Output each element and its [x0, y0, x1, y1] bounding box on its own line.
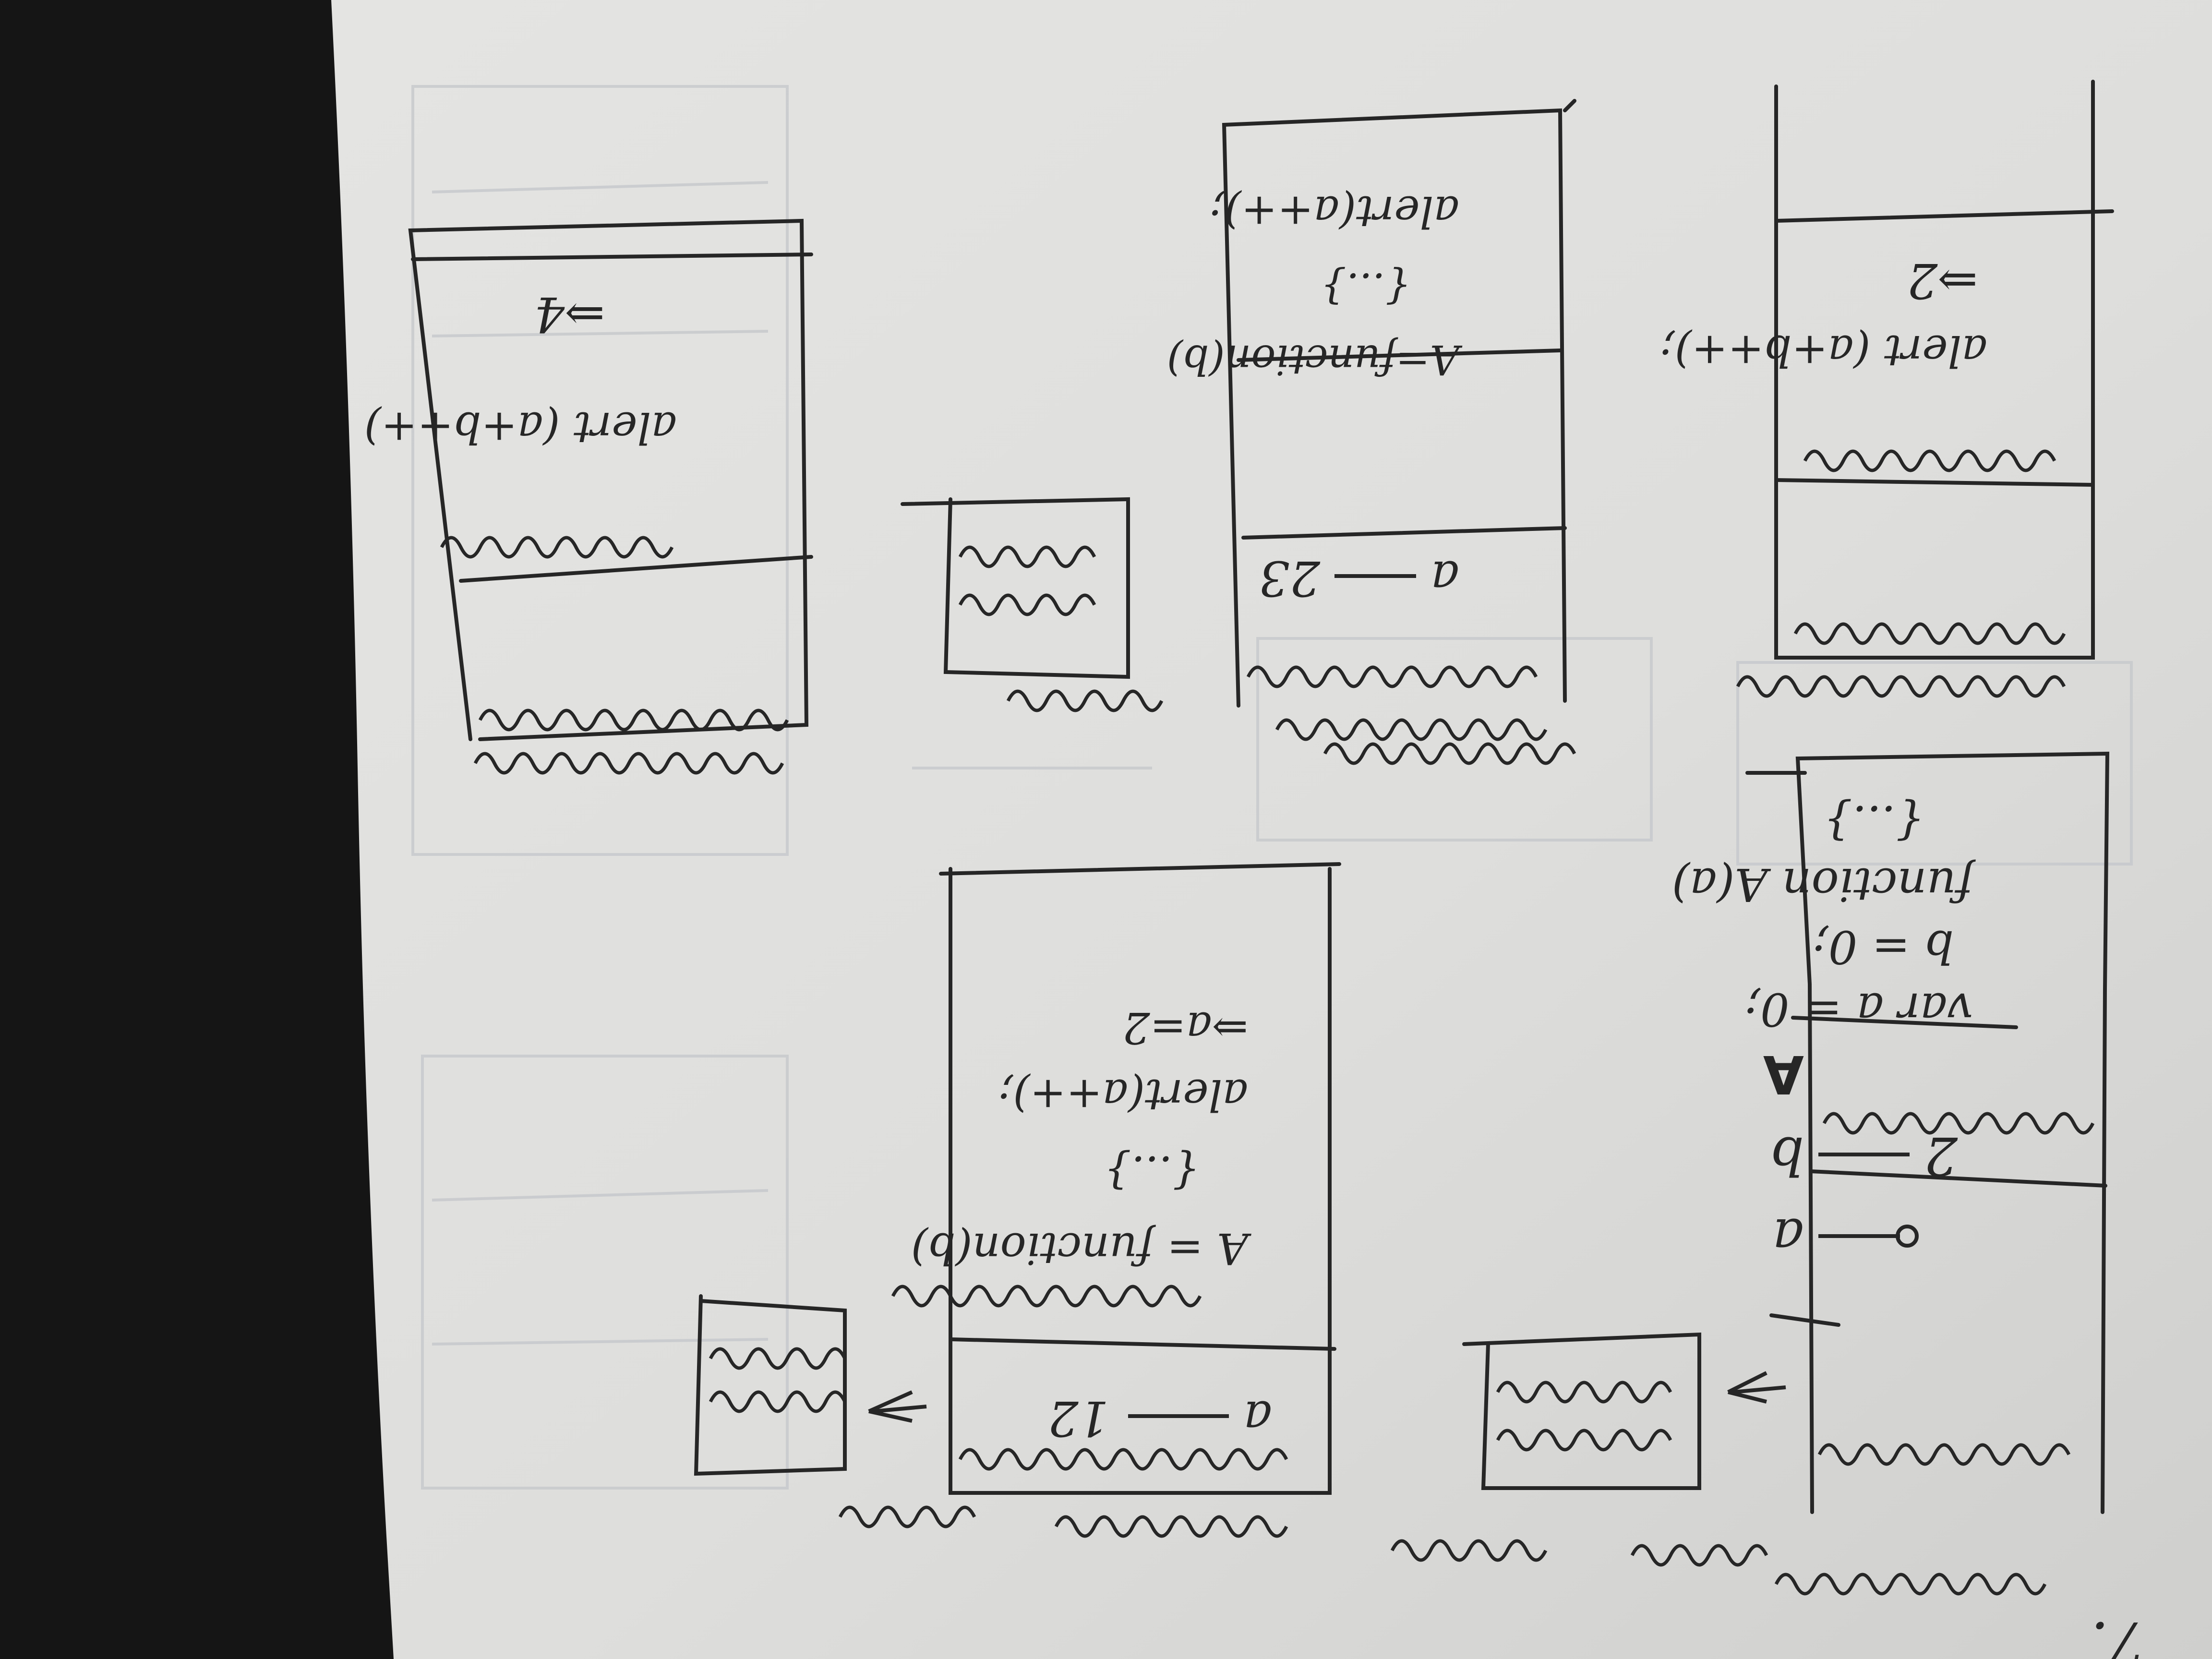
code-A-function: A=function(b) — [1167, 336, 1463, 383]
handwriting-scribble — [1817, 1443, 2071, 1466]
A-label: A — [1763, 1044, 1804, 1105]
handwriting-scribble — [958, 593, 1096, 616]
small-heap-box-left — [694, 1294, 927, 1476]
note-2: 2 — [1924, 1125, 1958, 1187]
code-alert-a-b: alert (a+b++) — [364, 402, 677, 453]
small-heap-box-left-top — [901, 497, 1130, 679]
result-4: ⇒4 — [534, 286, 605, 342]
handwriting-scribble — [1323, 742, 1576, 765]
handwriting-scribble — [1496, 1381, 1672, 1404]
code-alert-a-b: alert (a+b++); — [1660, 325, 1987, 376]
handwriting-scribble — [478, 709, 789, 732]
page-number: 7. — [2091, 1609, 2146, 1659]
handwriting-scribble — [958, 545, 1096, 568]
code-braces: {...} — [1824, 795, 1925, 848]
sketch-box-top-middle: a 23 A=function(b) {...} alert(a++); — [1167, 99, 1576, 765]
arrow-icon — [1727, 1371, 1786, 1404]
code-alert-a: alert(a++); — [998, 1070, 1248, 1120]
note-12: 12 — [1048, 1390, 1109, 1446]
heading-scribbles — [473, 675, 2066, 1596]
b-label: b — [1770, 1125, 1804, 1187]
handwriting-scribble — [709, 1390, 847, 1413]
a-label: a — [1243, 1390, 1272, 1446]
notebook-page — [331, 0, 2212, 1659]
handwriting-scribble — [1496, 1429, 1672, 1452]
sketch-box-bottom-right: a b 2 A var a = 0; b = 0; function A(a) … — [1672, 751, 2110, 1514]
handwriting-scribble — [958, 1448, 1288, 1471]
code-braces: {...} — [1321, 264, 1411, 311]
result-a-2: ⇒a=2 — [1122, 1002, 1248, 1053]
code-alert-a: alert(a++); — [1210, 186, 1459, 237]
faint-bleedthrough — [411, 85, 2133, 1490]
code-A-function: A = function(b) — [911, 1223, 1251, 1274]
code-braces: {...} — [1104, 1146, 1200, 1197]
sketch-box-top-left: alert (a+b++) ⇒4 — [364, 218, 813, 741]
result-2: ⇒2 — [1907, 252, 1978, 309]
handwriting-scribble — [709, 1347, 847, 1370]
a-label: a — [1772, 1207, 1804, 1268]
note-23: 23 — [1259, 550, 1321, 606]
handwriting-scribble — [1803, 449, 2056, 472]
handwriting-scribble — [440, 536, 674, 559]
sketch-box-bottom-middle: a 12 A = function(b) {...} alert(a++); ⇒… — [891, 862, 1341, 1495]
a-label: a — [1431, 550, 1459, 606]
code-b-zero: b = 0; — [1813, 920, 1954, 973]
code-var-a: var a = 0; — [1745, 983, 1973, 1035]
sketch-box-top-right: alert (a+b++); ⇒2 — [1660, 80, 2114, 660]
handwriting-scribble — [891, 1285, 1202, 1308]
handwriting-scribble — [1246, 665, 1538, 688]
handwriting-scribble — [1822, 1112, 2095, 1135]
arrow-icon — [868, 1390, 927, 1423]
small-heap-box-right — [1462, 1332, 1786, 1490]
handwriting-scribble — [1793, 622, 2066, 645]
code-function-A: function A(a) — [1672, 858, 1976, 911]
